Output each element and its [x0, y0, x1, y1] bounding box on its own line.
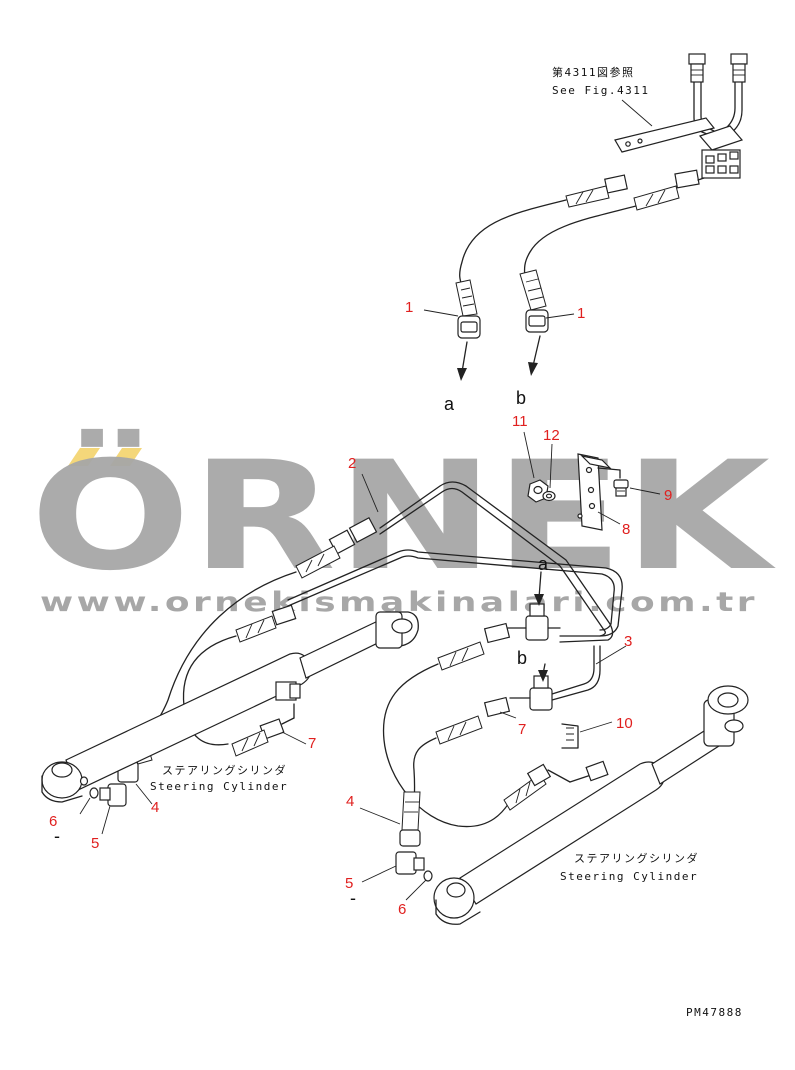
right-steering-cylinder: [433, 685, 749, 925]
left-cylinder-label-jp: ステアリングシリンダ: [162, 763, 287, 777]
callout-tube-2: 2: [348, 455, 356, 472]
tee-fittings: [507, 603, 561, 711]
callout-oring-6-left: 6: [49, 813, 57, 830]
tube-3: [287, 549, 623, 701]
callout-hose-7-right: 7: [518, 721, 526, 738]
left-cylinder-label-en: Steering Cylinder: [150, 780, 288, 793]
letter-b-top: b: [516, 388, 526, 408]
letter-a-top: a: [444, 394, 455, 414]
callout-washer-12: 12: [543, 427, 560, 444]
letter-b-mid: b: [517, 648, 527, 668]
watermark-accent-right: [110, 448, 142, 466]
callout-oring-6-right: 6: [398, 901, 406, 918]
mid-hoses: [382, 622, 595, 831]
top-valve-assembly: [565, 53, 748, 211]
dash-right: -: [350, 888, 356, 908]
callout-nut-11: 11: [512, 413, 528, 430]
callout-tube-3: 3: [624, 633, 632, 650]
right-cylinder-label-jp: ステアリングシリンダ: [574, 851, 699, 865]
callout-clip-10: 10: [616, 715, 633, 732]
callout-numbers: 1 1 2 3 4 4 5 5 6 6 7 7 8 9 10 11 12 - -: [49, 299, 672, 918]
left-hose-7: [182, 604, 297, 757]
callout-bracket-8: 8: [622, 521, 630, 538]
top-hoses: [455, 199, 637, 381]
callout-bolt-9: 9: [664, 487, 672, 504]
dash-left: -: [54, 826, 60, 846]
connection-letters: a b a b: [444, 388, 549, 668]
callout-elbow-5-left: 5: [91, 835, 99, 852]
callout-hose-1-right: 1: [577, 305, 585, 322]
reference-label: 第4311図参照 See Fig.4311: [552, 65, 653, 127]
mid-arrows: [534, 571, 548, 682]
bracket-parts: [527, 453, 629, 749]
left-elbow-fitting: [79, 776, 127, 807]
callout-hose-4-right: 4: [346, 793, 354, 810]
watermark-accent-left: [68, 448, 100, 466]
watermark-brand: ÖRNEK: [30, 428, 776, 604]
callout-hose-4-left: 4: [151, 799, 159, 816]
callout-hose-1-left: 1: [405, 299, 413, 316]
tube-2: [379, 481, 614, 643]
drawing-number: PM47888: [686, 1006, 743, 1019]
left-long-hose: [117, 516, 378, 783]
letter-a-mid: a: [538, 554, 549, 574]
callout-hose-7-left: 7: [308, 735, 316, 752]
right-cylinder-label-en: Steering Cylinder: [560, 870, 698, 883]
reference-en: See Fig.4311: [552, 84, 649, 97]
callout-leaders: [79, 309, 661, 901]
cylinder-labels: ステアリングシリンダ Steering Cylinder ステアリングシリンダ …: [150, 763, 699, 883]
callout-elbow-5-right: 5: [345, 875, 353, 892]
watermark: ÖRNEK www.ornekismakinalari.com.tr: [30, 428, 776, 618]
reference-jp: 第4311図参照: [552, 65, 635, 79]
right-elbow-fitting: [395, 791, 433, 882]
left-steering-cylinder: [41, 611, 419, 803]
